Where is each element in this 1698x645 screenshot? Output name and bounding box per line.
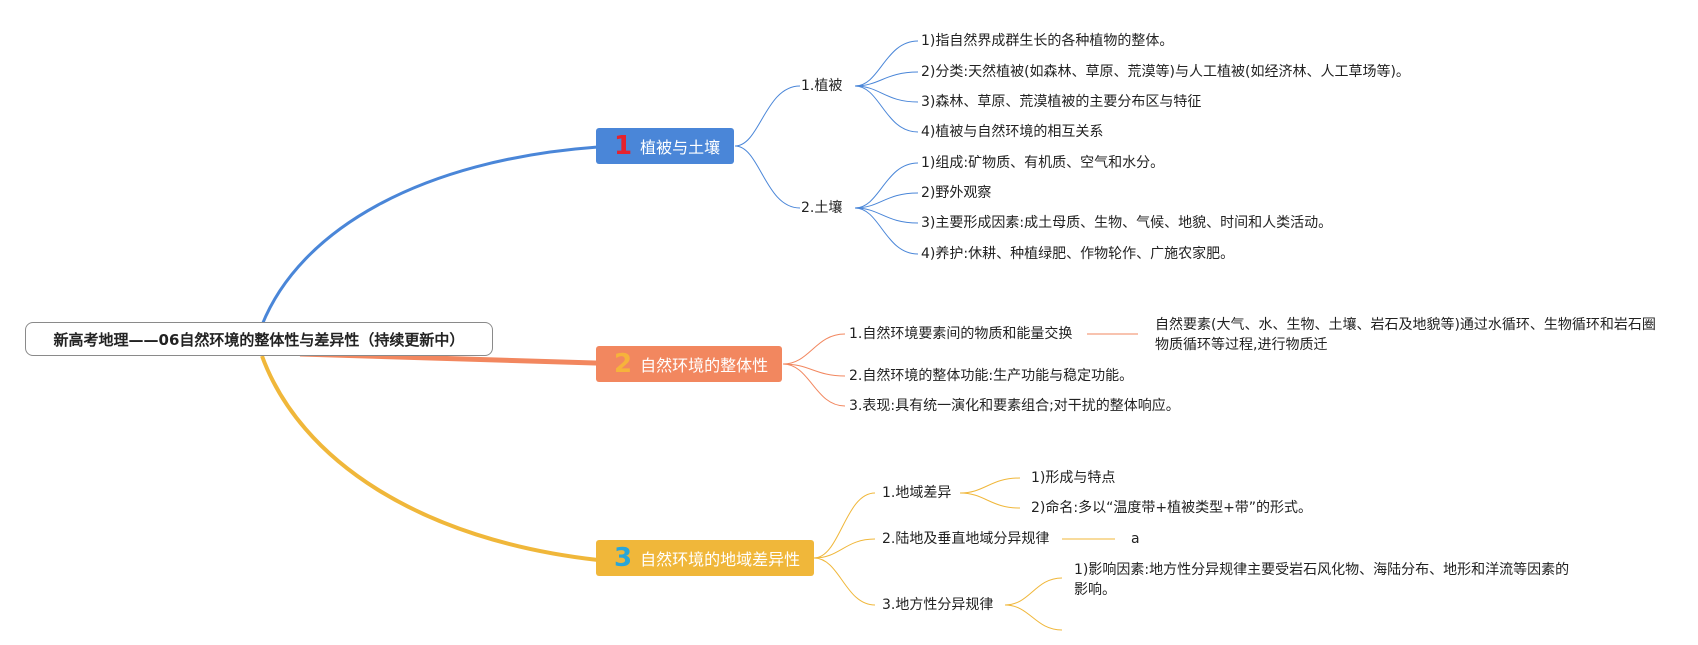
branch3-sub1-item2[interactable]: 2)命名:多以“温度带+植被类型+带”的形式。 <box>1031 500 1313 516</box>
sub31-to-item2-line <box>959 492 1021 509</box>
branch3-to-sub1-line <box>813 492 876 559</box>
branch-regional-difference[interactable]: 3 自然环境的地域差异性 <box>596 540 815 576</box>
branch1-sub1-label[interactable]: 1.植被 <box>801 78 843 94</box>
branch2-sub1-note-line2[interactable]: 物质循环等过程,进行物质迁 <box>1155 337 1328 353</box>
branch3-to-sub3-line <box>813 557 876 606</box>
branch2-sub3-label[interactable]: 3.表现:具有统一演化和要素组合;对干扰的整体响应。 <box>849 398 1180 414</box>
branch2-to-sub1-line <box>782 333 846 365</box>
branch-vegetation-soil[interactable]: 1 植被与土壤 <box>596 128 735 164</box>
branch3-sub2-label[interactable]: 2.陆地及垂直地域分异规律 <box>882 531 1050 547</box>
sub33-to-item1-line <box>1004 577 1063 606</box>
branch1-sub2-item3[interactable]: 3)主要形成因素:成土母质、生物、气候、地貌、时间和人类活动。 <box>921 215 1333 231</box>
branch2-sub2-label[interactable]: 2.自然环境的整体功能:生产功能与稳定功能。 <box>849 368 1134 384</box>
branch2-number: 2 <box>614 349 633 379</box>
sub2-to-item1-line <box>854 162 919 209</box>
branch1-sub1-item3[interactable]: 3)森林、草原、荒漠植被的主要分布区与特征 <box>921 94 1202 110</box>
branch1-number: 1 <box>614 131 633 161</box>
sub1-to-item1-line <box>854 40 919 87</box>
branch2-label: 自然环境的整体性 <box>640 356 769 375</box>
branch3-sub1-item1[interactable]: 1)形成与特点 <box>1031 470 1116 486</box>
branch1-sub1-item1[interactable]: 1)指自然界成群生长的各种植物的整体。 <box>921 33 1174 49</box>
branch2-sub1-label[interactable]: 1.自然环境要素间的物质和能量交换 <box>849 326 1073 342</box>
sub2-to-item3-line <box>854 207 919 224</box>
sub2-to-item2-line <box>854 192 919 209</box>
branch3-to-sub2-line <box>813 538 876 559</box>
sub1-to-item3-line <box>854 85 919 103</box>
branch2-to-sub3-line <box>782 363 846 407</box>
sub31-to-item1-line <box>959 477 1021 494</box>
branch3-sub3-item1-line1[interactable]: 1)影响因素:地方性分异规律主要受岩石风化物、海陆分布、地形和洋流等因素的 <box>1074 562 1570 578</box>
branch3-number: 3 <box>614 543 633 573</box>
branch1-to-sub1-line <box>734 85 801 147</box>
branch2-sub1-note-line1[interactable]: 自然要素(大气、水、生物、土壤、岩石及地貌等)通过水循环、生物循环和岩石圈 <box>1155 317 1656 333</box>
branch1-to-sub2-line <box>734 145 801 209</box>
branch3-label: 自然环境的地域差异性 <box>640 550 801 569</box>
sub2-to-item4-line <box>854 207 919 255</box>
root-title: 新高考地理——06自然环境的整体性与差异性（持续更新中） <box>53 330 465 349</box>
sub1-to-item4-line <box>854 85 919 133</box>
branch1-label: 植被与土壤 <box>640 138 721 157</box>
branch-integrity[interactable]: 2 自然环境的整体性 <box>596 346 783 382</box>
root-to-branch1-line <box>260 145 599 326</box>
branch1-sub2-item4[interactable]: 4)养护:休耕、种植绿肥、作物轮作、广施农家肥。 <box>921 246 1235 262</box>
branch3-sub3-label[interactable]: 3.地方性分异规律 <box>882 597 994 613</box>
root-to-branch3-line <box>260 355 599 562</box>
branch3-sub2-note[interactable]: a <box>1131 531 1140 547</box>
branch1-sub2-item1[interactable]: 1)组成:矿物质、有机质、空气和水分。 <box>921 155 1165 171</box>
branch1-sub2-item2[interactable]: 2)野外观察 <box>921 185 992 201</box>
branch1-sub1-item2[interactable]: 2)分类:天然植被(如森林、草原、荒漠等)与人工植被(如经济林、人工草场等)。 <box>921 64 1410 80</box>
root-topic[interactable]: 新高考地理——06自然环境的整体性与差异性（持续更新中） <box>25 322 493 356</box>
branch2-to-sub2-line <box>782 363 846 377</box>
sub1-to-item2-line <box>854 71 919 87</box>
branch1-sub2-label[interactable]: 2.土壤 <box>801 200 843 216</box>
sub33-to-item2-line <box>1004 604 1063 631</box>
branch3-sub3-item1-line2[interactable]: 影响。 <box>1074 582 1116 598</box>
branch1-sub1-item4[interactable]: 4)植被与自然环境的相互关系 <box>921 124 1104 140</box>
branch3-sub1-label[interactable]: 1.地域差异 <box>882 485 952 501</box>
